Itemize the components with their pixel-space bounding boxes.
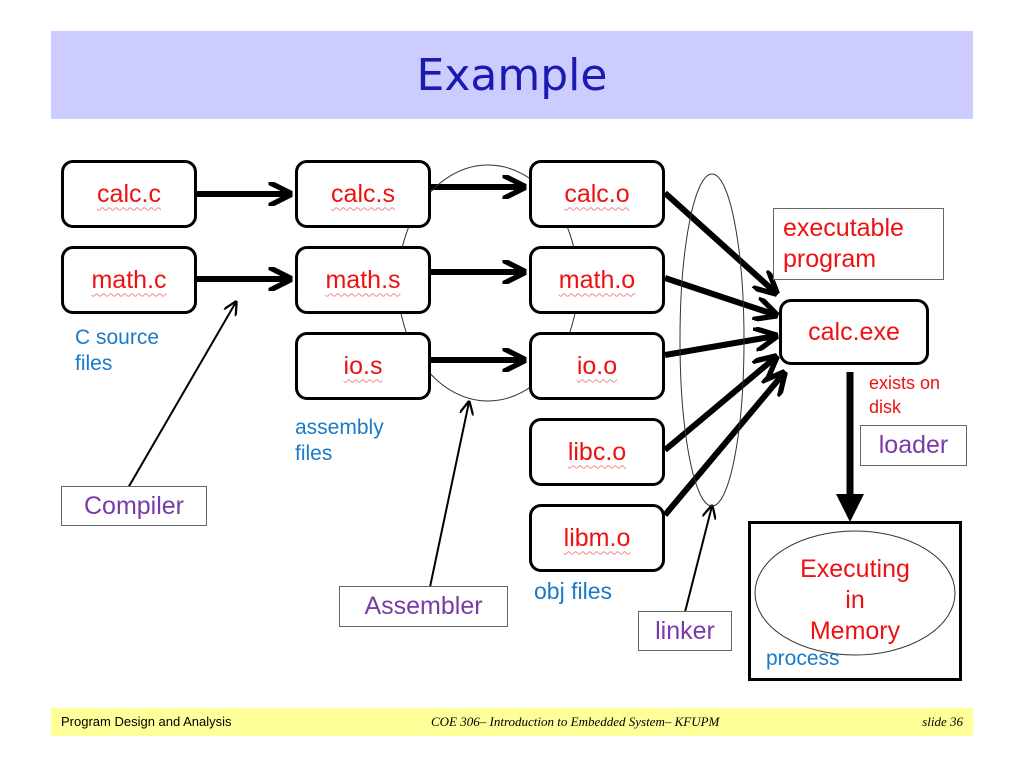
node-calc-o: calc.o — [529, 160, 665, 228]
node-label: math.s — [325, 265, 401, 294]
arrow-io-o-to-exe — [664, 336, 776, 358]
node-label: math.o — [558, 265, 636, 294]
node-math-s: math.s — [295, 246, 431, 314]
pointer-assembler — [429, 402, 469, 588]
node-math-o: math.o — [529, 246, 665, 314]
slide-title: Example — [416, 49, 608, 101]
node-label: calc.exe — [808, 317, 900, 346]
arrow-math-o-to-exe — [664, 275, 776, 315]
node-label: calc.s — [331, 179, 395, 208]
footer-slide-number: slide 36 — [922, 714, 963, 729]
footer-left: Program Design and Analysis — [61, 714, 232, 729]
label-process: process — [766, 647, 840, 670]
node-libm-o: libm.o — [529, 504, 665, 572]
tool-loader: loader — [860, 425, 967, 466]
node-libc-o: libc.o — [529, 418, 665, 486]
node-label: calc.c — [97, 179, 161, 208]
node-label: math.c — [91, 265, 167, 294]
tool-compiler: Compiler — [61, 486, 207, 526]
tool-linker: linker — [638, 611, 732, 651]
node-math-c: math.c — [61, 246, 197, 314]
node-label: calc.o — [564, 179, 630, 208]
arrow-calc-o-to-exe — [662, 190, 776, 293]
label-obj-files: obj files — [534, 578, 612, 604]
tool-assembler: Assembler — [339, 586, 508, 627]
node-label: libc.o — [567, 437, 627, 466]
slide-title-bar: Example — [51, 31, 973, 119]
node-calc-s: calc.s — [295, 160, 431, 228]
node-label: io.o — [576, 351, 618, 380]
node-calc-exe: calc.exe — [779, 299, 929, 365]
arrow-libc-o-to-exe — [663, 357, 776, 453]
node-label: libm.o — [563, 523, 631, 552]
pointer-linker — [684, 506, 712, 613]
process-ellipse — [754, 530, 956, 656]
node-calc-c: calc.c — [61, 160, 197, 228]
node-io-s: io.s — [295, 332, 431, 400]
node-io-o: io.o — [529, 332, 665, 400]
slide-footer: Program Design and Analysis COE 306– Int… — [51, 708, 973, 736]
arrow-libm-o-to-exe — [662, 373, 784, 517]
footer-center: COE 306– Introduction to Embedded System… — [431, 714, 720, 729]
node-label: io.s — [343, 351, 383, 380]
pointer-compiler — [127, 302, 236, 489]
label-executable-program: executable program — [773, 208, 944, 280]
linker-ellipse — [679, 173, 745, 507]
